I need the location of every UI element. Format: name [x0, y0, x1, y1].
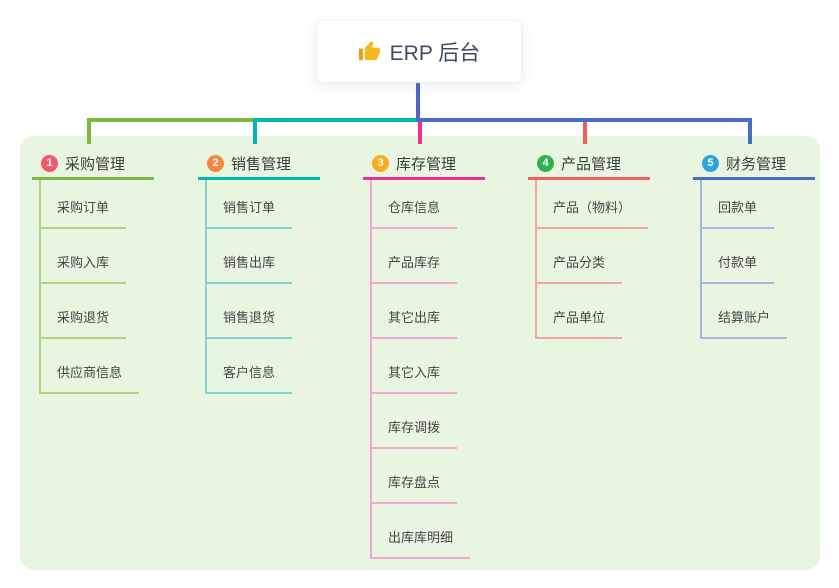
child-node[interactable]: 销售退货 — [205, 308, 293, 339]
root-node-label: ERP 后台 — [389, 41, 481, 65]
child-node[interactable]: 产品单位 — [535, 308, 623, 339]
connector-horizontal-1 — [86, 118, 257, 122]
child-node[interactable]: 库存盘点 — [370, 473, 458, 504]
branch-label: 采购管理 — [65, 156, 126, 173]
child-node[interactable]: 仓库信息 — [370, 198, 458, 229]
thumbs-up-icon — [358, 40, 381, 63]
child-node[interactable]: 产品库存 — [370, 253, 458, 284]
branch-label: 财务管理 — [726, 156, 787, 173]
root-node-erp[interactable]: ERP 后台 — [316, 20, 522, 83]
child-node[interactable]: 采购订单 — [39, 198, 127, 229]
child-node[interactable]: 付款单 — [700, 253, 775, 284]
branch-number-badge: 5 — [702, 155, 719, 172]
branch-trunk-line — [535, 180, 537, 339]
child-node[interactable]: 其它出库 — [370, 308, 458, 339]
child-node[interactable]: 结算账户 — [700, 308, 788, 339]
child-node[interactable]: 产品分类 — [535, 253, 623, 284]
connector-drop-5 — [747, 118, 752, 144]
branch-label: 产品管理 — [561, 156, 622, 173]
branch-header-3[interactable]: 3 库存管理 — [363, 150, 485, 180]
branches-panel — [20, 136, 820, 570]
branch-header-1[interactable]: 1 采购管理 — [32, 150, 154, 180]
child-node[interactable]: 采购入库 — [39, 253, 127, 284]
branch-header-4[interactable]: 4 产品管理 — [528, 150, 650, 180]
child-node[interactable]: 供应商信息 — [39, 363, 140, 394]
branch-trunk-line — [39, 180, 41, 394]
child-node[interactable]: 销售出库 — [205, 253, 293, 284]
branch-trunk-line — [370, 180, 372, 559]
connector-drop-1 — [86, 118, 91, 144]
branch-number-badge: 4 — [537, 155, 554, 172]
child-node[interactable]: 其它入库 — [370, 363, 458, 394]
branch-label: 库存管理 — [396, 156, 457, 173]
connector-horizontal-2 — [252, 118, 420, 122]
child-node[interactable]: 库存调拨 — [370, 418, 458, 449]
connector-horizontal-5 — [416, 118, 752, 122]
child-node[interactable]: 客户信息 — [205, 363, 293, 394]
connector-root-stem — [416, 83, 420, 122]
branch-number-badge: 1 — [41, 155, 58, 172]
child-node[interactable]: 产品（物料） — [535, 198, 649, 229]
branch-header-5[interactable]: 5 财务管理 — [693, 150, 815, 180]
branch-trunk-line — [700, 180, 702, 339]
connector-drop-3 — [417, 122, 422, 144]
branch-header-2[interactable]: 2 销售管理 — [198, 150, 320, 180]
connector-drop-2 — [252, 118, 257, 144]
child-node[interactable]: 销售订单 — [205, 198, 293, 229]
branch-trunk-line — [205, 180, 207, 394]
child-node[interactable]: 采购退货 — [39, 308, 127, 339]
branch-number-badge: 3 — [372, 155, 389, 172]
connector-drop-4 — [582, 122, 587, 144]
branch-number-badge: 2 — [207, 155, 224, 172]
child-node[interactable]: 回款单 — [700, 198, 775, 229]
branch-label: 销售管理 — [231, 156, 292, 173]
child-node[interactable]: 出库库明细 — [370, 528, 471, 559]
